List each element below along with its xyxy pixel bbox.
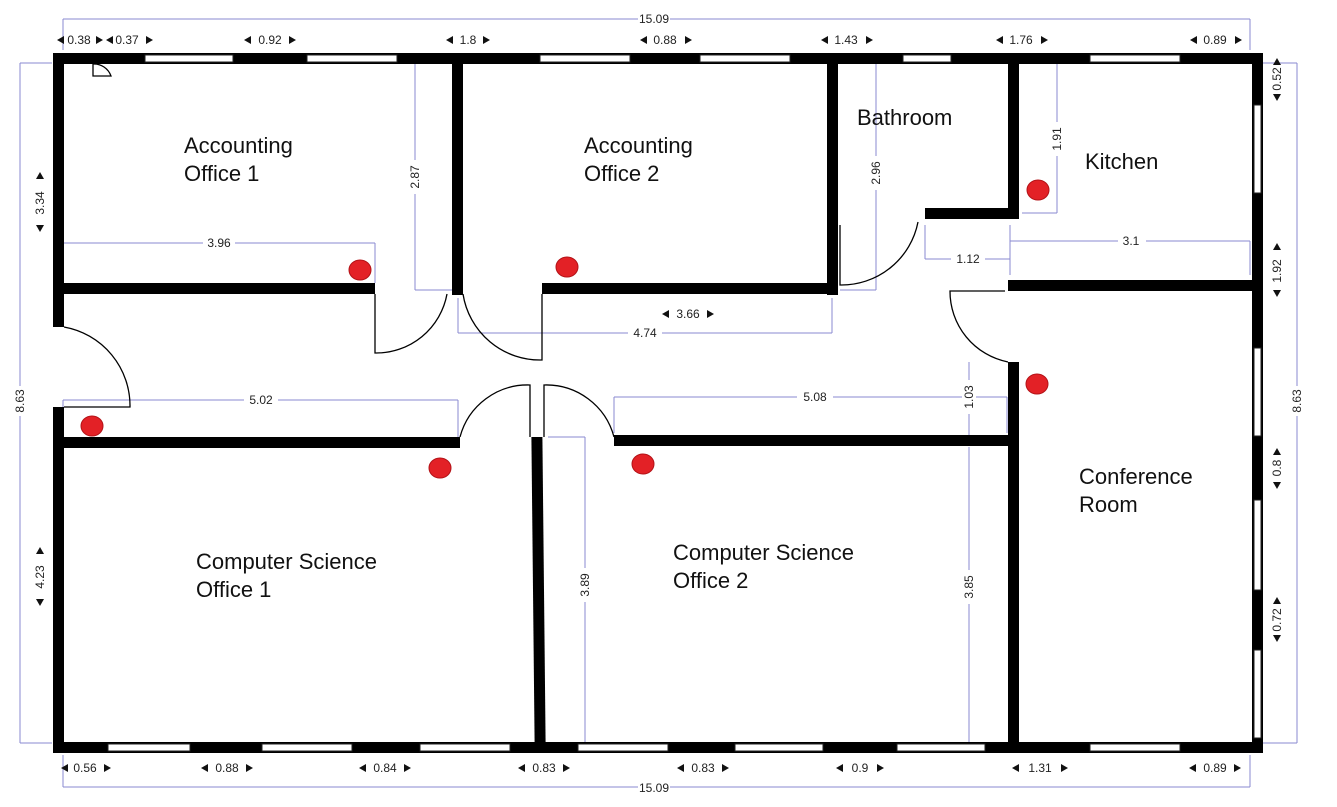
markers [80, 179, 1050, 479]
marker-dot [428, 457, 452, 479]
room-label-kitchen: Kitchen [1085, 149, 1158, 174]
top-dim-8: 0.89 [1203, 33, 1227, 47]
overall-width-bottom: 15.09 [639, 781, 669, 795]
left-dim-1: 3.34 [33, 191, 47, 215]
marker-dot [555, 256, 579, 278]
room-label-conference: Conference Room [1079, 464, 1199, 517]
room-label-cs-1: Computer Science Office 1 [196, 549, 383, 602]
exterior-walls [53, 53, 1263, 753]
top-dim-5: 0.88 [653, 33, 677, 47]
marker-dot [1026, 179, 1050, 201]
bottom-dim-2: 0.88 [215, 761, 239, 775]
dimension-arrows [36, 36, 1281, 772]
windows [107, 54, 1262, 752]
accounting-1-door [374, 293, 448, 354]
right-dim-1: 0.52 [1270, 67, 1284, 91]
room-label-bathroom: Bathroom [857, 105, 952, 130]
dim-kitchen-depth: 1.91 [1050, 127, 1064, 151]
room-label-accounting-1: Accounting Office 1 [184, 133, 299, 186]
entrance-door [63, 326, 131, 408]
conference-door [949, 290, 1009, 363]
dim-cs1-width: 5.02 [249, 393, 273, 407]
right-dim-4: 0.72 [1270, 608, 1284, 632]
top-dim-3: 0.92 [258, 33, 282, 47]
dim-acc2-depth: 2.96 [869, 161, 883, 185]
dim-acc2-wall: 3.66 [676, 307, 700, 321]
dim-kitchen-width: 3.1 [1123, 234, 1140, 248]
dim-cs2-width: 5.08 [803, 390, 827, 404]
cs1-door [459, 384, 531, 438]
marker-dot [1025, 373, 1049, 395]
dim-acc1-depth: 2.87 [408, 165, 422, 189]
overall-width-top: 15.09 [639, 12, 669, 26]
top-dim-4: 1.8 [460, 33, 477, 47]
room-labels: Accounting Office 1 Accounting Office 2 … [184, 105, 1199, 602]
dim-bath-wall: 1.12 [956, 252, 980, 266]
bottom-dim-7: 1.31 [1028, 761, 1052, 775]
bottom-dim-1: 0.56 [73, 761, 97, 775]
accounting-2-door [462, 293, 543, 361]
dim-cs2-depth: 3.85 [962, 575, 976, 599]
bathroom-door [839, 221, 919, 286]
dim-cs1-depth: 3.89 [578, 573, 592, 597]
dim-corridor: 4.74 [633, 326, 657, 340]
room-label-cs-2: Computer Science Office 2 [673, 540, 860, 593]
bottom-dim-4: 0.83 [532, 761, 556, 775]
left-dim-2: 4.23 [33, 565, 47, 589]
right-dim-2: 1.92 [1270, 259, 1284, 283]
dim-acc1-width: 3.96 [207, 236, 231, 250]
overall-height-right: 8.63 [1290, 389, 1304, 413]
top-dim-1: 0.38 [67, 33, 91, 47]
room-label-accounting-2: Accounting Office 2 [584, 133, 699, 186]
doors [63, 63, 1009, 438]
marker-dot [80, 415, 104, 437]
right-dim-3: 0.8 [1270, 459, 1284, 476]
cs2-door [543, 384, 615, 438]
marker-dot [348, 259, 372, 281]
bottom-dim-3: 0.84 [373, 761, 397, 775]
interior-walls [63, 63, 1253, 744]
bottom-dim-6: 0.9 [852, 761, 869, 775]
bottom-dim-5: 0.83 [691, 761, 715, 775]
top-dim-6: 1.43 [834, 33, 858, 47]
dimension-labels: 15.09 15.09 8.63 8.63 0.38 0.37 0.92 1.8… [13, 12, 1304, 795]
top-dim-2: 0.37 [115, 33, 139, 47]
overall-height-left: 8.63 [13, 389, 27, 413]
closet-door [92, 63, 112, 77]
bottom-dim-8: 0.89 [1203, 761, 1227, 775]
marker-dot [631, 453, 655, 475]
dim-conf-gap: 1.03 [962, 385, 976, 409]
top-dim-7: 1.76 [1009, 33, 1033, 47]
